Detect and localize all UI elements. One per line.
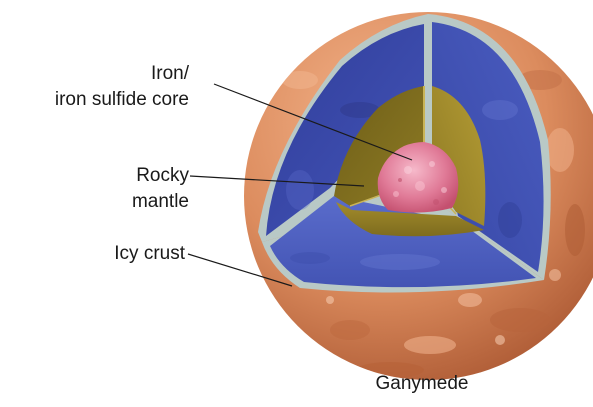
core-label-line1: Iron/: [151, 62, 189, 86]
crust-label: Icy crust: [114, 242, 185, 266]
mantle-label-line1: Rocky: [136, 164, 189, 188]
caption-ganymede: Ganymede: [352, 372, 492, 396]
core-label-line2: iron sulfide core: [55, 88, 189, 112]
mantle-label-line2: mantle: [132, 190, 189, 214]
